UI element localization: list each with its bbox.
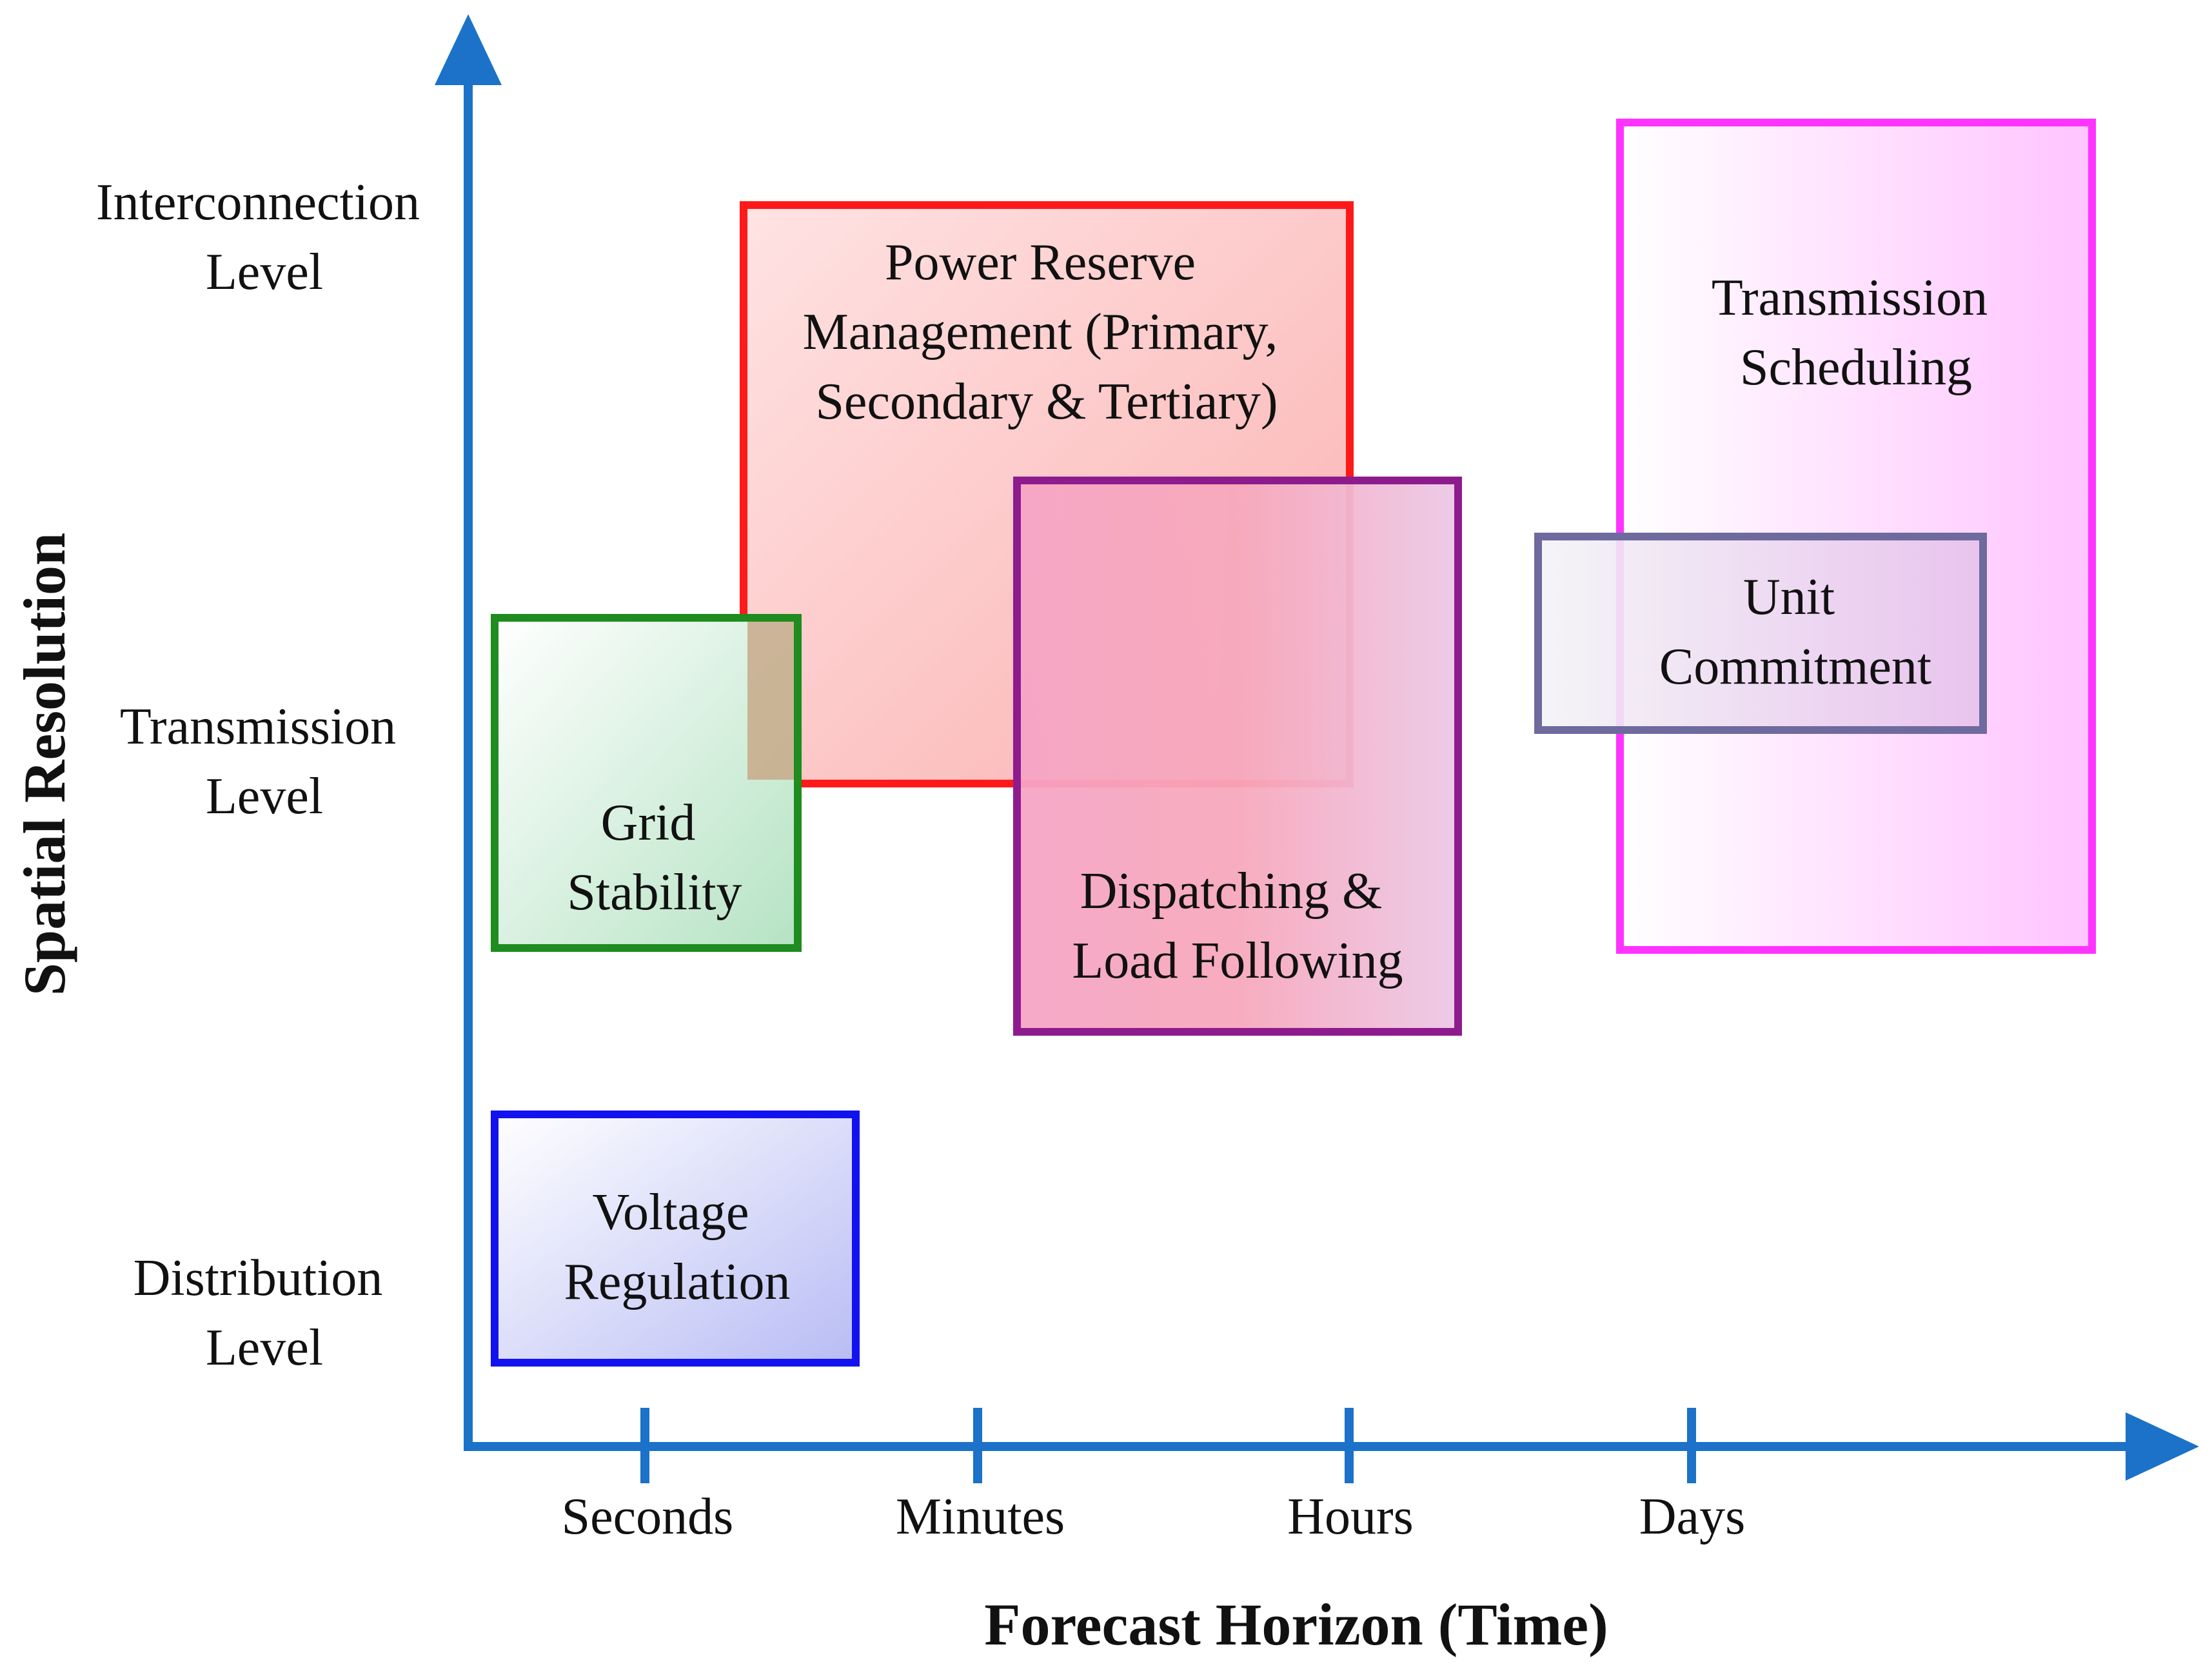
x-tick-label-minutes: Minutes [896,1488,1065,1545]
label-line: Management (Primary, [803,304,1278,360]
box-dispatching [1013,477,1462,1036]
x-tick-label-seconds: Seconds [562,1488,734,1545]
label-voltage-regulation: Voltage Regulation [564,1184,790,1310]
box-labels: Transmission Scheduling Unit Commitment … [564,234,2000,1310]
y-level-transmission: Transmission Level [120,698,409,825]
box-voltage-regulation [491,1111,860,1367]
y-level-distribution: Distribution Level [133,1250,396,1376]
x-tick-label-hours: Hours [1287,1488,1414,1545]
x-axis-title: Forecast Horizon (Time) [984,1592,1608,1657]
y-axis-title: Spatial Resolution [12,533,77,996]
box-grid-stability [491,614,802,952]
y-level-interconnection: Interconnection Level [96,174,433,301]
axes [435,14,2199,1483]
label-line: Voltage [593,1184,749,1241]
label-unit-commitment: Unit Commitment [1659,569,1931,695]
y-level-labels: Interconnection Level Transmission Level… [96,174,433,1376]
level-line: Level [206,768,323,825]
label-transmission-scheduling: Transmission Scheduling [1712,270,2000,396]
level-line: Interconnection [96,174,420,231]
level-line: Level [206,244,323,301]
label-line: Power Reserve [885,234,1196,291]
level-line: Distribution [133,1250,383,1307]
grid-stability-overlap-shade [747,622,794,780]
y-axis-arrowhead [435,14,502,85]
label-line: Dispatching & [1080,863,1383,920]
label-line: Grid [601,795,696,851]
label-line: Load Following [1072,933,1403,989]
x-tick-label-days: Days [1639,1488,1745,1545]
label-line: Scheduling [1740,339,1972,396]
label-line: Commitment [1659,638,1931,695]
label-dispatching: Dispatching & Load Following [1072,863,1403,989]
x-tick-labels: Seconds Minutes Hours Days [562,1488,1746,1545]
label-line: Unit [1743,569,1835,626]
label-line: Transmission [1712,270,1988,326]
label-grid-stability: Grid Stability [567,795,742,921]
level-line: Transmission [120,698,396,755]
label-line: Regulation [564,1254,790,1310]
label-power-reserve: Power Reserve Management (Primary, Secon… [803,234,1291,430]
label-line: Stability [567,864,742,921]
x-axis-arrowhead [2126,1412,2199,1481]
level-line: Level [206,1319,323,1376]
label-line: Secondary & Tertiary) [815,373,1278,430]
box-unit-commitment [1534,533,1987,734]
